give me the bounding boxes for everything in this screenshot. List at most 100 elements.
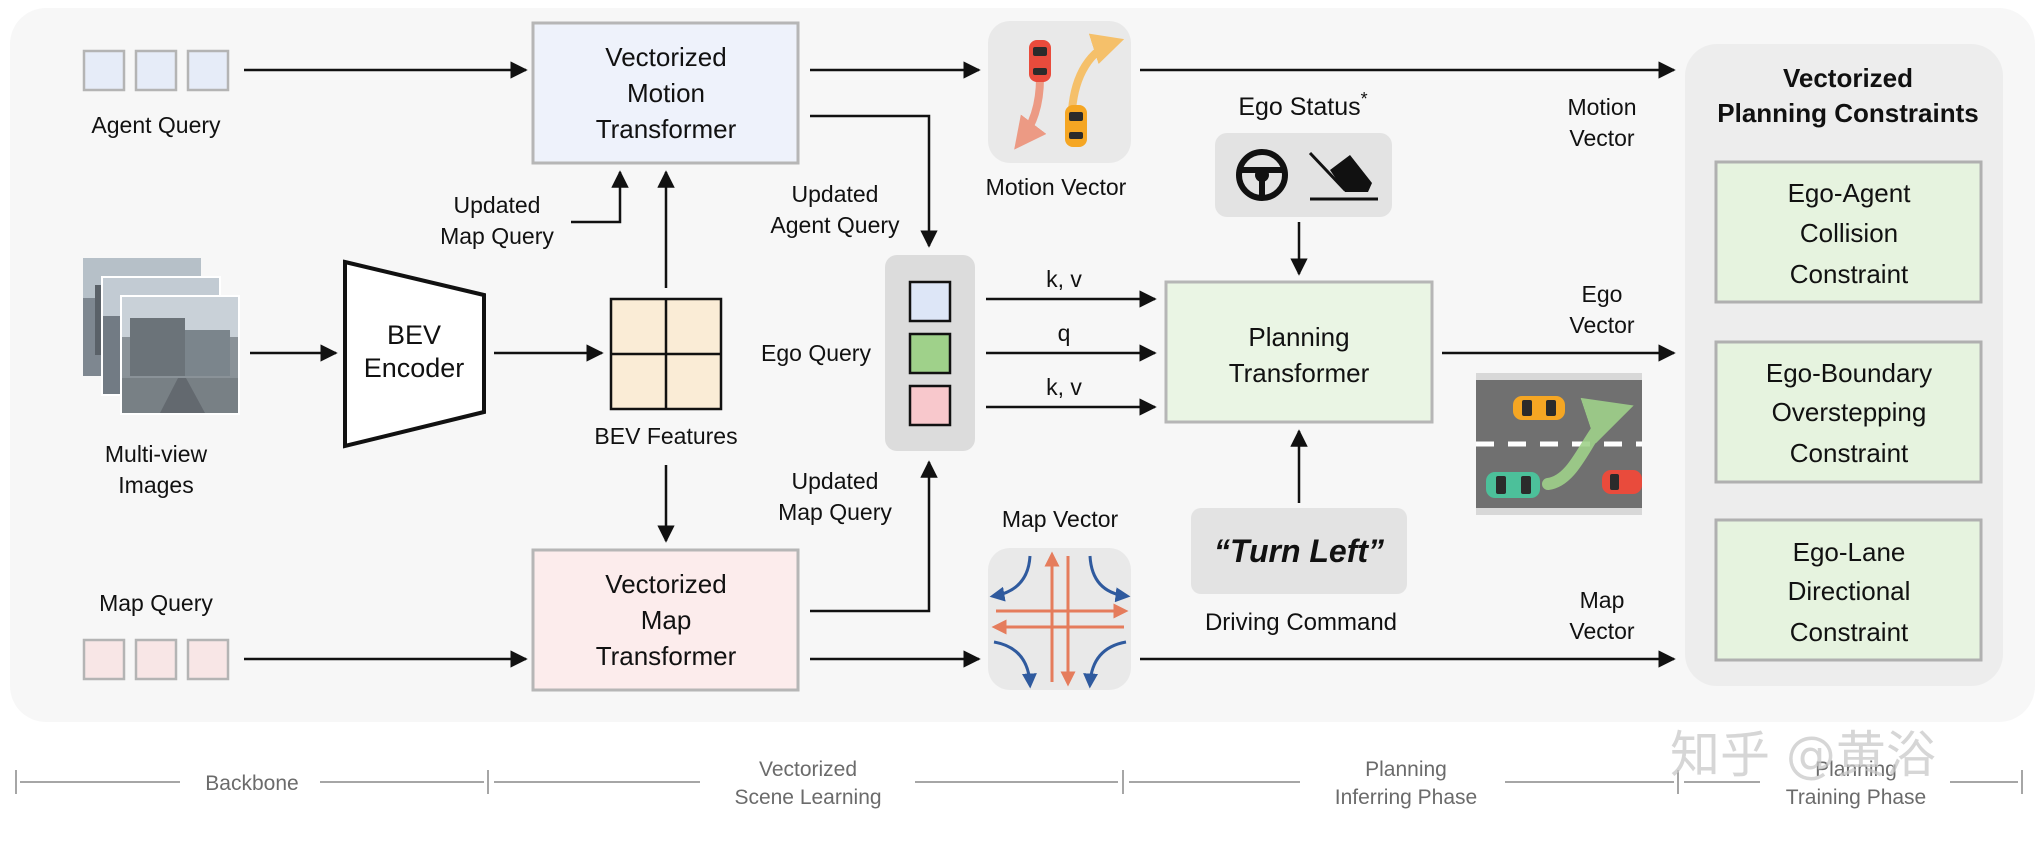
bev-encoder-label-line1: BEV xyxy=(387,320,441,350)
phase-ptp-line2: Training Phase xyxy=(1786,786,1926,809)
phase-bar xyxy=(15,770,2023,794)
red-car-icon xyxy=(1029,40,1051,82)
planning-transformer-line2: Transformer xyxy=(1229,358,1370,388)
constraint-box xyxy=(1714,160,1983,304)
red-car-icon xyxy=(1602,470,1642,494)
motion-trajectory-salmon xyxy=(1014,74,1047,150)
agent-query-cell xyxy=(186,49,230,92)
phase-backbone: Backbone xyxy=(205,772,298,795)
connectors xyxy=(244,61,1676,668)
watermark: 知乎 @黄浴 xyxy=(1670,726,1936,784)
phase-pip-line2: Inferring Phase xyxy=(1335,786,1477,809)
phase-vsl-line1: Vectorized xyxy=(759,758,857,781)
motion-vector: Motion Vector xyxy=(986,21,1131,200)
kv-bottom-label: k, v xyxy=(1046,374,1082,400)
ego-query-label: Ego Query xyxy=(761,340,871,366)
turn-left-label: “Turn Left” xyxy=(1214,533,1384,569)
ego-vector-out-line2: Vector xyxy=(1569,312,1635,338)
map-transformer-box xyxy=(531,548,800,692)
map-query-cell xyxy=(186,638,230,681)
agent-query-cell xyxy=(134,49,178,92)
phase-vsl-line2: Scene Learning xyxy=(734,786,881,809)
map-transformer-line2: Map xyxy=(641,605,692,635)
ego-query: Ego Query xyxy=(761,255,975,451)
map-query-label: Map Query xyxy=(99,590,213,616)
q-label: q xyxy=(1058,320,1071,346)
planning-constraints-panel: Vectorized Planning Constraints Ego-Agen… xyxy=(1685,44,2003,686)
orange-car-icon xyxy=(1513,396,1565,420)
planning-transformer: Planning Transformer xyxy=(1164,280,1434,424)
map-query-cell xyxy=(134,638,178,681)
map-query: Map Query xyxy=(82,590,230,681)
constraint-line1: Ego-Lane xyxy=(1793,537,1906,567)
constraint-line3: Constraint xyxy=(1790,617,1909,647)
ego-status: Ego Status* xyxy=(1215,89,1392,217)
multiview-label-line1: Multi-view xyxy=(105,441,208,467)
constraint-line1: Ego-Agent xyxy=(1788,178,1912,208)
driving-command: “Turn Left” Driving Command xyxy=(1191,508,1407,636)
updated-map-query-bottom-line1: Updated xyxy=(792,468,879,494)
bev-features: BEV Features xyxy=(594,297,738,449)
ego-query-cell-red xyxy=(908,384,952,427)
map-transformer-line1: Vectorized xyxy=(605,569,726,599)
ego-status-label: Ego Status* xyxy=(1238,89,1367,121)
bev-encoder-shape xyxy=(343,259,486,449)
constraint-line2: Directional xyxy=(1788,576,1911,606)
map-vector-out-line1: Map xyxy=(1580,587,1625,613)
ego-planned-trajectory xyxy=(1542,397,1634,490)
turn-left-box xyxy=(1191,508,1407,594)
ego-vector-out-line1: Ego xyxy=(1582,281,1623,307)
map-vector-icon-bg xyxy=(988,548,1131,690)
constraint-ego-lane-directional: Ego-Lane Directional Constraint xyxy=(1714,518,1983,662)
constraint-line3: Constraint xyxy=(1790,438,1909,468)
constraint-line1: Ego-Boundary xyxy=(1766,358,1932,388)
map-transformer-line3: Transformer xyxy=(596,641,737,671)
arrow-updated-map-query-to-ego-query xyxy=(810,460,938,613)
bev-encoder-label-line2: Encoder xyxy=(364,353,465,383)
constraints-title-line2: Planning Constraints xyxy=(1717,98,1978,128)
map-vector-caption: Map Vector xyxy=(1002,506,1119,532)
ego-query-cell-blue xyxy=(908,280,952,323)
constraint-ego-boundary-overstepping: Ego-Boundary Overstepping Constraint xyxy=(1714,340,1983,484)
ego-car-icon xyxy=(1486,472,1540,498)
updated-agent-query-line1: Updated xyxy=(792,181,879,207)
ego-query-cell-green xyxy=(908,332,952,375)
multiview-images: Multi-view Images xyxy=(83,258,240,498)
constraint-line3: Constraint xyxy=(1790,259,1909,289)
bev-features-label: BEV Features xyxy=(594,423,737,449)
map-vector: Map Vector xyxy=(988,506,1131,690)
vectorized-motion-transformer: Vectorized Motion Transformer xyxy=(531,21,800,165)
constraint-box xyxy=(1714,518,1983,662)
map-query-cell xyxy=(82,638,126,681)
steering-wheel-icon xyxy=(1236,149,1288,201)
motion-transformer-box xyxy=(531,21,800,165)
arrow-updated-map-query-to-motion-transformer xyxy=(571,170,629,224)
multiview-label-line2: Images xyxy=(118,472,193,498)
updated-agent-query-line2: Agent Query xyxy=(770,212,900,238)
updated-map-query-top-line2: Map Query xyxy=(440,223,554,249)
arrow-updated-agent-query-to-ego-query xyxy=(810,114,938,248)
diagram-background xyxy=(10,8,2035,722)
ego-planning-scene xyxy=(1476,373,1642,515)
motion-vector-caption: Motion Vector xyxy=(986,174,1127,200)
updated-map-query-top-line1: Updated xyxy=(454,192,541,218)
phase-pip-line1: Planning xyxy=(1365,758,1447,781)
motion-transformer-line3: Transformer xyxy=(596,114,737,144)
updated-map-query-bottom-line2: Map Query xyxy=(778,499,892,525)
agent-query-label: Agent Query xyxy=(91,112,221,138)
kv-top-label: k, v xyxy=(1046,266,1082,292)
map-vector-out-line2: Vector xyxy=(1569,618,1635,644)
yellow-car-icon xyxy=(1065,105,1087,147)
constraints-title-line1: Vectorized xyxy=(1783,63,1913,93)
constraint-ego-agent-collision: Ego-Agent Collision Constraint xyxy=(1714,160,1983,304)
constraint-line2: Collision xyxy=(1800,218,1898,248)
agent-query-cell xyxy=(82,49,126,92)
pedal-icon xyxy=(1308,151,1378,201)
motion-vector-out-line1: Motion xyxy=(1567,94,1636,120)
motion-transformer-line2: Motion xyxy=(627,78,705,108)
motion-trajectory-orange xyxy=(1068,33,1125,114)
planning-transformer-line1: Planning xyxy=(1248,322,1349,352)
constraint-line2: Overstepping xyxy=(1772,397,1927,427)
motion-vector-out-line2: Vector xyxy=(1569,125,1635,151)
